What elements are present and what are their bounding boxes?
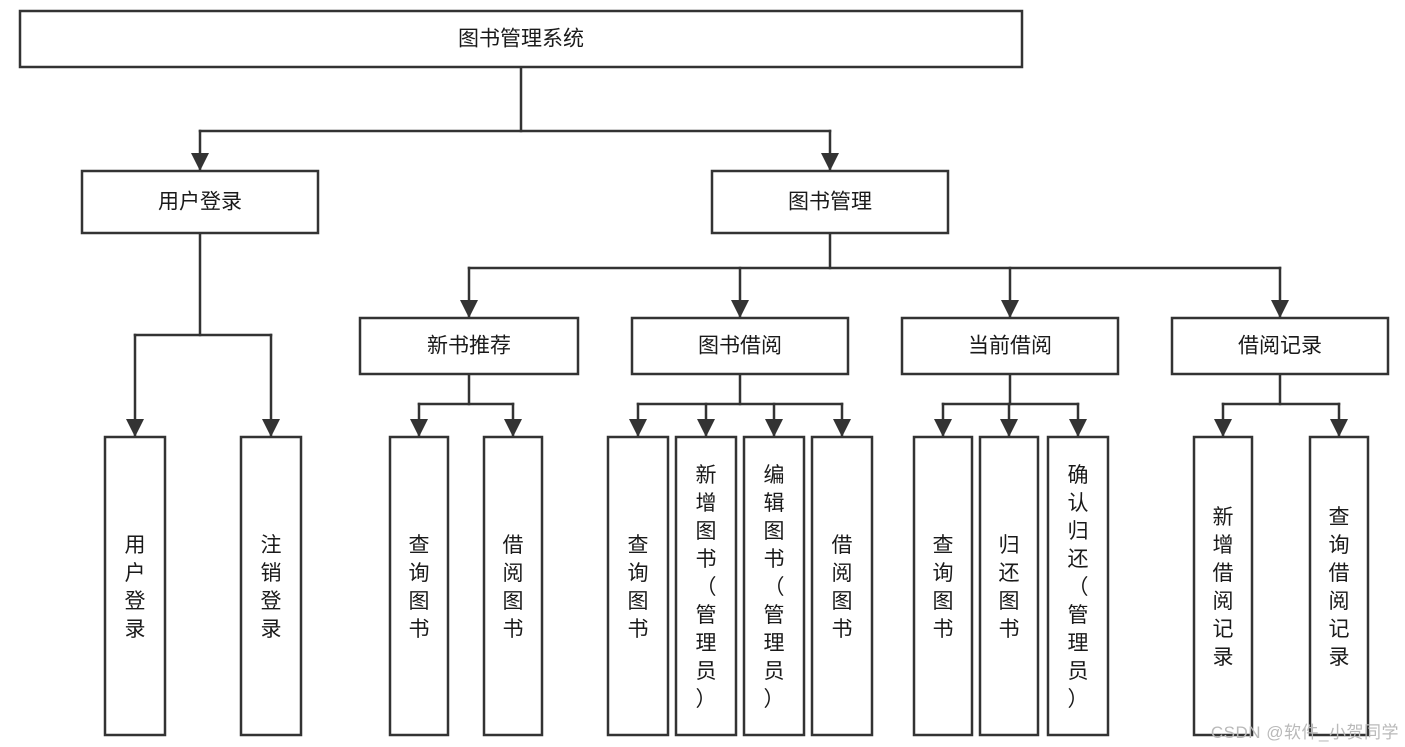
- node-box-borrow-borrow-book[interactable]: [810, 435, 874, 737]
- node-box-new-book-recommend[interactable]: [358, 316, 580, 376]
- node-label-new-book-recommend: 新书推荐: [427, 335, 511, 358]
- node-box-book-borrow[interactable]: [630, 316, 850, 376]
- node-label-borrow-edit-book: 编辑图书（管理员）: [764, 464, 785, 711]
- node-label-root: 图书管理系统: [458, 28, 584, 51]
- node-box-recommend-query-book[interactable]: [388, 435, 450, 737]
- node-box-user-login-do[interactable]: [103, 435, 167, 737]
- node-box-borrow-record[interactable]: [1170, 316, 1390, 376]
- node-box-current-query-book[interactable]: [912, 435, 974, 737]
- csdn-watermark: CSDN @软件_小贺同学: [1210, 723, 1399, 742]
- arrow-heads: [126, 153, 1348, 437]
- node-label-record-add: 新增借阅记录: [1213, 506, 1234, 669]
- node-box-user-login[interactable]: [80, 169, 320, 235]
- node-label-borrow-borrow-book: 借阅图书: [832, 534, 853, 641]
- node-label-user-login: 用户登录: [158, 191, 242, 214]
- node-label-recommend-query-book: 查询图书: [409, 534, 430, 641]
- node-label-current-return-book: 归还图书: [999, 534, 1020, 641]
- node-box-user-logout[interactable]: [239, 435, 303, 737]
- node-box-borrow-edit-book[interactable]: [742, 435, 806, 737]
- node-box-borrow-query-book[interactable]: [606, 435, 670, 737]
- connector-lines: [133, 65, 1341, 438]
- node-box-current-borrow[interactable]: [900, 316, 1120, 376]
- node-label-book-borrow: 图书借阅: [698, 335, 782, 358]
- node-box-root[interactable]: [18, 9, 1024, 69]
- node-box-record-add[interactable]: [1192, 435, 1254, 737]
- node-box-current-return-book[interactable]: [978, 435, 1040, 737]
- node-boxes: 图书管理系统用户登录用户登录注销登录图书管理新书推荐查询图书借阅图书图书借阅查询…: [18, 9, 1390, 737]
- node-label-current-confirm-return: 确认归还（管理员）: [1068, 464, 1089, 711]
- node-box-recommend-borrow-book[interactable]: [482, 435, 544, 737]
- node-label-user-login-do: 用户登录: [125, 534, 146, 641]
- node-label-user-logout: 注销登录: [261, 534, 282, 641]
- node-label-borrow-query-book: 查询图书: [628, 534, 649, 641]
- node-label-borrow-record: 借阅记录: [1238, 335, 1322, 358]
- node-box-book-manage[interactable]: [710, 169, 950, 235]
- node-box-current-confirm-return[interactable]: [1046, 435, 1110, 737]
- node-box-record-query[interactable]: [1308, 435, 1370, 737]
- node-label-current-query-book: 查询图书: [933, 534, 954, 641]
- node-label-record-query: 查询借阅记录: [1329, 506, 1350, 669]
- node-box-borrow-add-book[interactable]: [674, 435, 738, 737]
- node-label-book-manage: 图书管理: [788, 191, 872, 214]
- node-label-current-borrow: 当前借阅: [968, 335, 1052, 358]
- node-label-borrow-add-book: 新增图书（管理员）: [696, 464, 717, 711]
- node-label-recommend-borrow-book: 借阅图书: [503, 534, 524, 641]
